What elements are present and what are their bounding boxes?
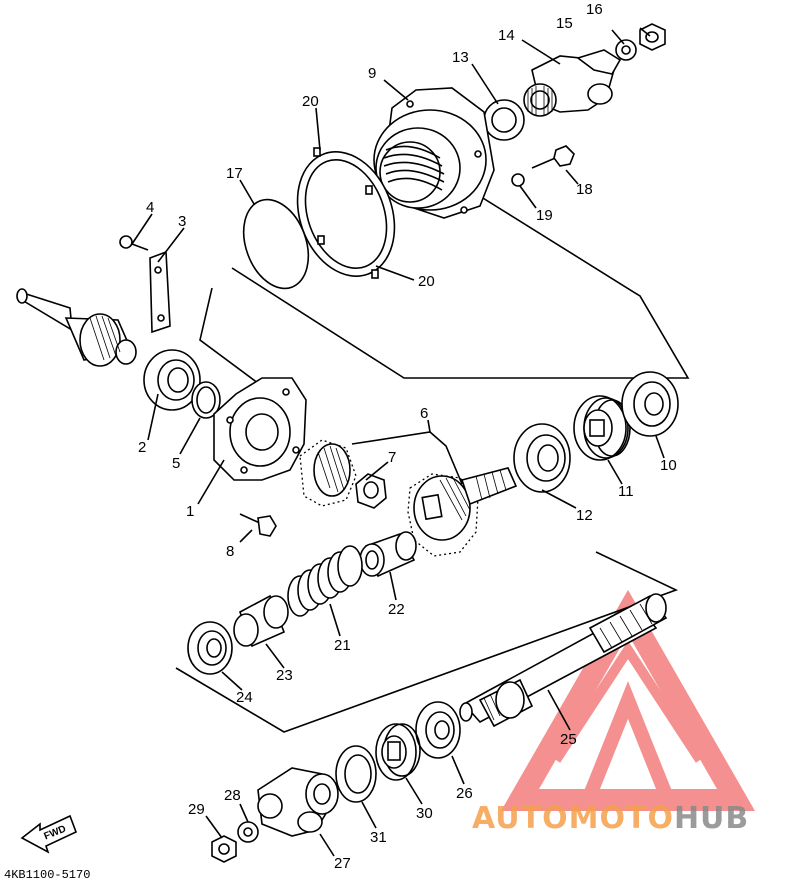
part-1-bearing-retainer — [213, 377, 307, 481]
watermark-text-hub: HUB — [674, 801, 749, 836]
label-part-21: 21 — [334, 637, 351, 654]
label-part-3: 3 — [178, 213, 186, 230]
label-part-9: 9 — [368, 65, 376, 82]
part-14-yoke — [523, 49, 622, 117]
part-24-bearing — [187, 621, 233, 675]
part-20-shim — [296, 147, 396, 279]
part-15-washer — [615, 39, 637, 61]
watermark-text: AUTOMOTOHUB — [472, 801, 749, 836]
part-18-bolt — [531, 145, 575, 169]
label-part-12: 12 — [576, 507, 593, 524]
label-part-14: 14 — [498, 27, 515, 44]
part-5-o-ring — [191, 381, 221, 419]
label-part-16: 16 — [586, 1, 603, 18]
label-part-10: 10 — [660, 457, 677, 474]
part-25-drive-shaft — [459, 593, 668, 728]
label-part-30: 30 — [416, 805, 433, 822]
pinion-shaft — [16, 288, 137, 367]
part-8-bolt — [239, 513, 277, 537]
label-part-19: 19 — [536, 207, 553, 224]
part-3-plate — [149, 250, 171, 334]
label-part-29: 29 — [188, 801, 205, 818]
part-30-ring-nut — [375, 723, 421, 781]
part-29-nut — [211, 835, 237, 863]
label-part-24: 24 — [236, 689, 253, 706]
label-part-17: 17 — [226, 165, 243, 182]
label-part-11: 11 — [618, 483, 634, 500]
label-part-27: 27 — [334, 855, 351, 872]
leader-lines — [131, 27, 665, 857]
part-4-screw — [119, 235, 149, 251]
label-part-4: 4 — [146, 199, 154, 216]
group-outline-middle — [199, 287, 271, 393]
label-part-15: 15 — [556, 15, 573, 32]
part-17-gasket — [242, 198, 310, 290]
watermark-logo-mark — [500, 589, 756, 811]
part-10-bearing — [621, 371, 679, 437]
group-outline-shaft — [175, 551, 679, 733]
part-13-oil-seal — [483, 99, 525, 141]
part-27-yoke — [257, 767, 339, 837]
part-7-nut — [355, 473, 387, 509]
label-part-13: 13 — [452, 49, 469, 66]
label-part-20b: 20 — [418, 273, 435, 290]
part-labels: 16 15 14 13 9 20 17 18 19 4 3 20 6 2 7 5… — [138, 1, 677, 872]
part-19-washer — [511, 173, 525, 187]
label-part-28: 28 — [224, 787, 241, 804]
part-16-nut — [639, 23, 666, 51]
label-part-8: 8 — [226, 543, 234, 560]
part-28-washer — [237, 821, 259, 843]
part-22-collar — [359, 531, 417, 578]
label-part-6: 6 — [420, 405, 428, 422]
label-part-2: 2 — [138, 439, 146, 456]
label-part-22: 22 — [388, 601, 405, 618]
label-part-26: 26 — [456, 785, 473, 802]
part-31-oil-seal — [335, 745, 377, 803]
part-26-bearing — [415, 701, 461, 759]
part-21-spring — [287, 545, 363, 617]
part-23-damper-collar — [233, 594, 289, 648]
label-part-25: 25 — [560, 731, 577, 748]
label-part-1: 1 — [186, 503, 194, 520]
part-6-ring-gear-set — [299, 431, 518, 557]
watermark-text-automoto: AUTOMOTO — [472, 801, 674, 836]
label-part-7: 7 — [388, 449, 396, 466]
label-part-5: 5 — [172, 455, 180, 472]
label-part-20a: 20 — [302, 93, 319, 110]
part-9-bearing-housing — [373, 87, 495, 219]
label-part-23: 23 — [276, 667, 293, 684]
label-part-31: 31 — [370, 829, 387, 846]
part-11-ring-nut — [573, 395, 631, 461]
label-part-18: 18 — [576, 181, 593, 198]
group-outline-upper — [231, 189, 690, 379]
part-12-bearing — [513, 423, 571, 493]
fwd-arrow-icon: FWD — [20, 814, 78, 854]
drawing-code: 4KB1100-5170 — [4, 868, 90, 882]
